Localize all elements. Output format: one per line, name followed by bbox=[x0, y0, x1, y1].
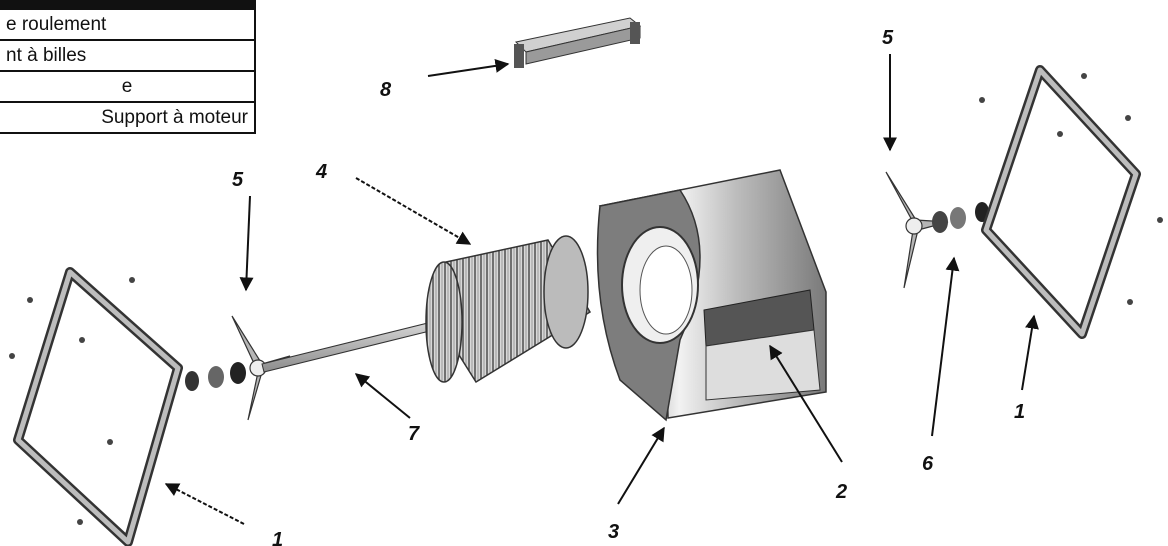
legend-row: nt à billes bbox=[0, 39, 256, 72]
legend-row: e roulement bbox=[0, 8, 256, 41]
legend-header-row bbox=[0, 0, 256, 10]
callout-5-right: 5 bbox=[882, 27, 894, 49]
legend-cell: nt à billes bbox=[0, 39, 256, 72]
callout-7: 7 bbox=[408, 423, 420, 445]
part-5-6-right-support bbox=[885, 171, 989, 289]
part-1-right-frame bbox=[979, 65, 1163, 339]
legend-cell: Support à moteur bbox=[0, 101, 256, 134]
part-4-impeller bbox=[425, 235, 592, 384]
legend-cell: e bbox=[0, 70, 256, 103]
callout-2: 2 bbox=[835, 481, 847, 503]
callout-6: 6 bbox=[922, 453, 934, 475]
callout-4: 4 bbox=[315, 161, 327, 183]
legend-cell: e roulement bbox=[0, 8, 256, 41]
leader-arrows bbox=[164, 54, 1039, 525]
callout-3: 3 bbox=[608, 521, 619, 543]
part-1-left-frame bbox=[9, 267, 183, 546]
parts-legend-table: e roulement nt à billes e Support à mote… bbox=[0, 0, 256, 134]
callout-1-right: 1 bbox=[1014, 401, 1025, 423]
part-7-shaft bbox=[261, 317, 451, 373]
callout-1-left: 1 bbox=[272, 529, 283, 546]
callout-8: 8 bbox=[380, 79, 392, 101]
callout-5-left: 5 bbox=[232, 169, 244, 191]
part-8-bracket bbox=[514, 17, 642, 68]
legend-row: Support à moteur bbox=[0, 101, 256, 134]
legend-row: e bbox=[0, 70, 256, 103]
